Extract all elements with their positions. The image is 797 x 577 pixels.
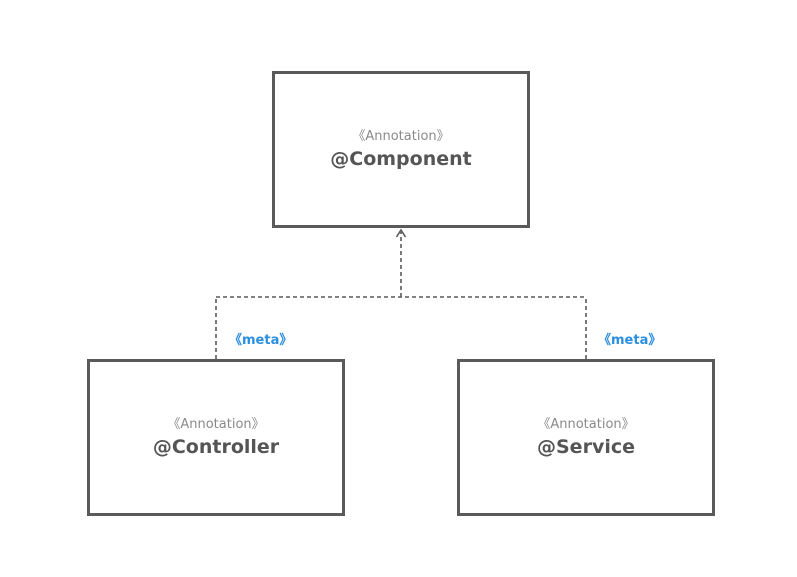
component-annotation-box: 《Annotation》 @Component [272, 71, 530, 228]
controller-stereotype: 《Annotation》 [167, 417, 265, 432]
arrowhead-icon [395, 228, 407, 238]
controller-meta-label: 《meta》 [229, 333, 293, 348]
service-meta-label: 《meta》 [598, 333, 662, 348]
service-name: @Service [537, 436, 635, 458]
service-stereotype: 《Annotation》 [537, 417, 635, 432]
component-stereotype: 《Annotation》 [352, 129, 450, 144]
controller-annotation-box: 《Annotation》 @Controller [87, 359, 345, 516]
component-name: @Component [330, 148, 472, 170]
service-annotation-box: 《Annotation》 @Service [457, 359, 715, 516]
controller-name: @Controller [152, 436, 280, 458]
